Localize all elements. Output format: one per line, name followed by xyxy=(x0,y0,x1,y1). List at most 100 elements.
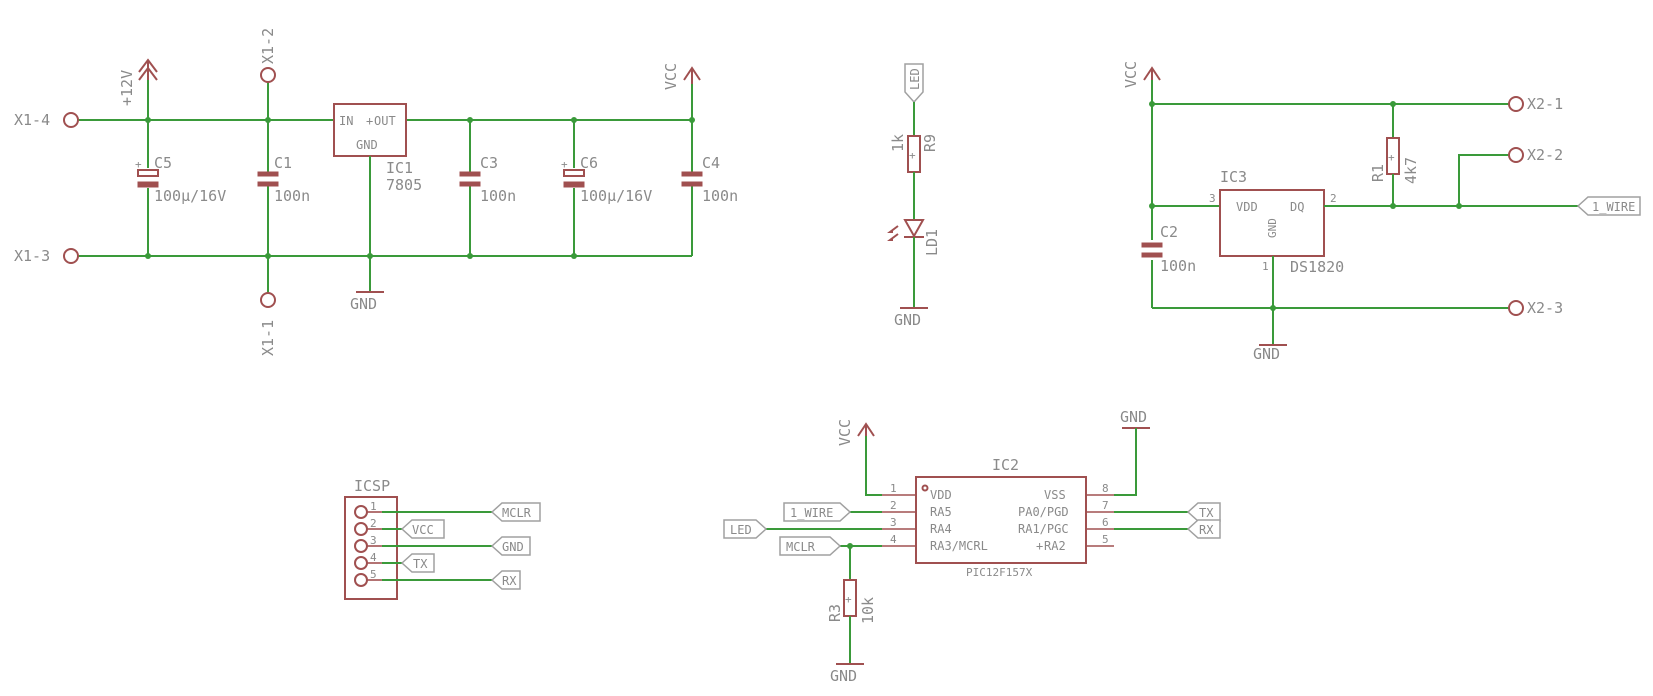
ground-label-r3: GND xyxy=(830,667,857,685)
mcu-pin6-num: 6 xyxy=(1102,516,1109,529)
ground-label-led: GND xyxy=(894,311,921,329)
svg-text:+: + xyxy=(366,114,373,128)
capacitor-c6-name: C6 xyxy=(580,154,598,172)
icsp-section: ICSP 1 2 3 4 5 MCLR VCC xyxy=(344,477,541,600)
connector-x1-4-label: X1-4 xyxy=(14,111,50,129)
mcu-tag-rx xyxy=(1186,519,1221,539)
ground-label-sensor: GND xyxy=(1253,345,1280,363)
regulator-pin-gnd: GND xyxy=(356,138,378,152)
mcu-tag-mclr xyxy=(779,536,842,556)
mcu-tag-wire xyxy=(783,502,852,522)
ground-symbol-sensor: GND xyxy=(1253,344,1287,363)
icsp-pins: 1 2 3 4 5 xyxy=(354,500,382,587)
led-net-tag-label: LED xyxy=(908,68,922,90)
mcu-pin6-label: RA1/PGC xyxy=(1018,522,1069,536)
capacitor-c3-name: C3 xyxy=(480,154,498,172)
connector-x1-2: X1-2 xyxy=(259,28,277,120)
sensor-pin1-num: 1 xyxy=(1262,260,1269,273)
mcu-pin5-num: 5 xyxy=(1102,533,1109,546)
mcu-value: PIC12F157X xyxy=(966,566,1033,579)
icsp-tag-tx xyxy=(400,553,435,573)
mcu-pin4-num: 4 xyxy=(890,533,897,546)
sensor-pin3-num: 3 xyxy=(1209,192,1216,205)
resistor-r9-value: 1k xyxy=(889,134,907,152)
regulator-name: IC1 xyxy=(386,159,413,177)
icsp-header xyxy=(344,496,398,600)
regulator-pin-in: IN xyxy=(339,114,353,128)
capacitor-c2-value: 100n xyxy=(1160,257,1196,275)
power-supply-section: X1-4 X1-3 +12V + C5 100µ/16V xyxy=(14,28,738,356)
regulator-pin-out: OUT xyxy=(374,114,396,128)
icsp-tag-gnd-label: GND xyxy=(502,540,524,554)
supply-vcc-label-mcu: VCC xyxy=(836,419,854,446)
sensor-pin-gnd: GND xyxy=(1266,218,1279,238)
mcu-pin8-label: VSS xyxy=(1044,488,1066,502)
mcu-ic2: IC2 PIC12F157X 1 2 3 4 VDD RA5 RA4 RA3/M… xyxy=(882,456,1114,579)
mcu-tag-led xyxy=(723,519,768,539)
mcu-pin7-num: 7 xyxy=(1102,499,1109,512)
connector-x1-2-label: X1-2 xyxy=(259,28,277,64)
svg-text:+: + xyxy=(1036,539,1043,553)
supply-vcc-label-sensor: VCC xyxy=(1122,61,1140,88)
icsp-tag-mclr-label: MCLR xyxy=(502,506,532,520)
connector-x1-4: X1-4 xyxy=(14,111,79,129)
connector-x1-1: X1-1 xyxy=(259,256,277,356)
mcu-pin2-num: 2 xyxy=(890,499,897,512)
capacitor-c4: C4 100n xyxy=(681,120,738,256)
regulator-value: 7805 xyxy=(386,176,422,194)
svg-text:+: + xyxy=(561,158,568,171)
capacitor-c5-value: 100µ/16V xyxy=(154,187,226,205)
capacitor-c1-name: C1 xyxy=(274,154,292,172)
sensor-name: IC3 xyxy=(1220,168,1247,186)
mcu-tag-mclr-label: MCLR xyxy=(786,540,816,554)
mcu-tag-wire-label: 1_WIRE xyxy=(790,506,833,520)
mcu-pin4-label: RA3/MCRL xyxy=(930,539,988,553)
mcu-pin7-label: PA0/PGD xyxy=(1018,505,1069,519)
sensor-pin-dq: DQ xyxy=(1290,200,1304,214)
icsp-pin3-num: 3 xyxy=(370,534,377,547)
icsp-pin1-num: 1 xyxy=(370,500,377,513)
capacitor-c1: C1 100n xyxy=(257,120,310,256)
mcu-tag-tx-label: TX xyxy=(1199,506,1214,520)
capacitor-c4-value: 100n xyxy=(702,187,738,205)
sensor-pin2-num: 2 xyxy=(1330,192,1337,205)
sensor-section: VCC C2 100n IC3 VDD DQ GND 3 2 1 DS1820 xyxy=(1122,61,1641,363)
resistor-r1-name: R1 xyxy=(1369,164,1387,182)
connector-x2-3: X2-3 xyxy=(1508,299,1563,317)
capacitor-c5: + C5 100µ/16V xyxy=(135,120,226,256)
resistor-r9-name: R9 xyxy=(921,134,939,152)
supply-12v: +12V xyxy=(118,58,158,120)
icsp-pin2-num: 2 xyxy=(370,517,377,530)
capacitor-c2: C2 100n xyxy=(1141,223,1196,275)
mcu-tag-rx-label: RX xyxy=(1199,523,1214,537)
resistor-r1-value: 4k7 xyxy=(1402,157,1420,184)
led-ld1: LD1 xyxy=(887,219,941,256)
resistor-r3-value: 10k xyxy=(859,597,877,624)
capacitor-c6: + C6 100µ/16V xyxy=(561,120,652,256)
mcu-pin3-num: 3 xyxy=(890,516,897,529)
resistor-r3-name: R3 xyxy=(826,604,844,622)
sensor-ic3: IC3 VDD DQ GND 3 2 1 DS1820 xyxy=(1209,168,1344,276)
ground-symbol-mcu: GND xyxy=(1120,408,1150,429)
icsp-pin5-num: 5 xyxy=(370,568,377,581)
mcu-pin3-label: RA4 xyxy=(930,522,952,536)
ground-label-ic1: GND xyxy=(350,295,377,313)
icsp-tag-tx-label: TX xyxy=(413,557,428,571)
capacitor-c1-value: 100n xyxy=(274,187,310,205)
mcu-section: VCC GND IC2 PIC12F157X 1 2 xyxy=(723,408,1221,685)
mcu-pin2-label: RA5 xyxy=(930,505,952,519)
icsp-tag-rx xyxy=(490,570,521,590)
connector-x2-3-label: X2-3 xyxy=(1527,299,1563,317)
capacitor-c3: C3 100n xyxy=(459,120,516,256)
icsp-tag-vcc-label: VCC xyxy=(412,523,434,537)
connector-x2-2: X2-2 xyxy=(1508,146,1563,164)
mcu-pin1-num: 1 xyxy=(890,482,897,495)
svg-text:+: + xyxy=(909,149,916,162)
icsp-title: ICSP xyxy=(354,477,390,495)
led-ld1-name: LD1 xyxy=(923,229,941,256)
mcu-tag-tx xyxy=(1186,502,1221,522)
connector-x2-2-label: X2-2 xyxy=(1527,146,1563,164)
icsp-tag-gnd xyxy=(490,536,531,556)
icsp-tag-mclr xyxy=(490,502,541,522)
